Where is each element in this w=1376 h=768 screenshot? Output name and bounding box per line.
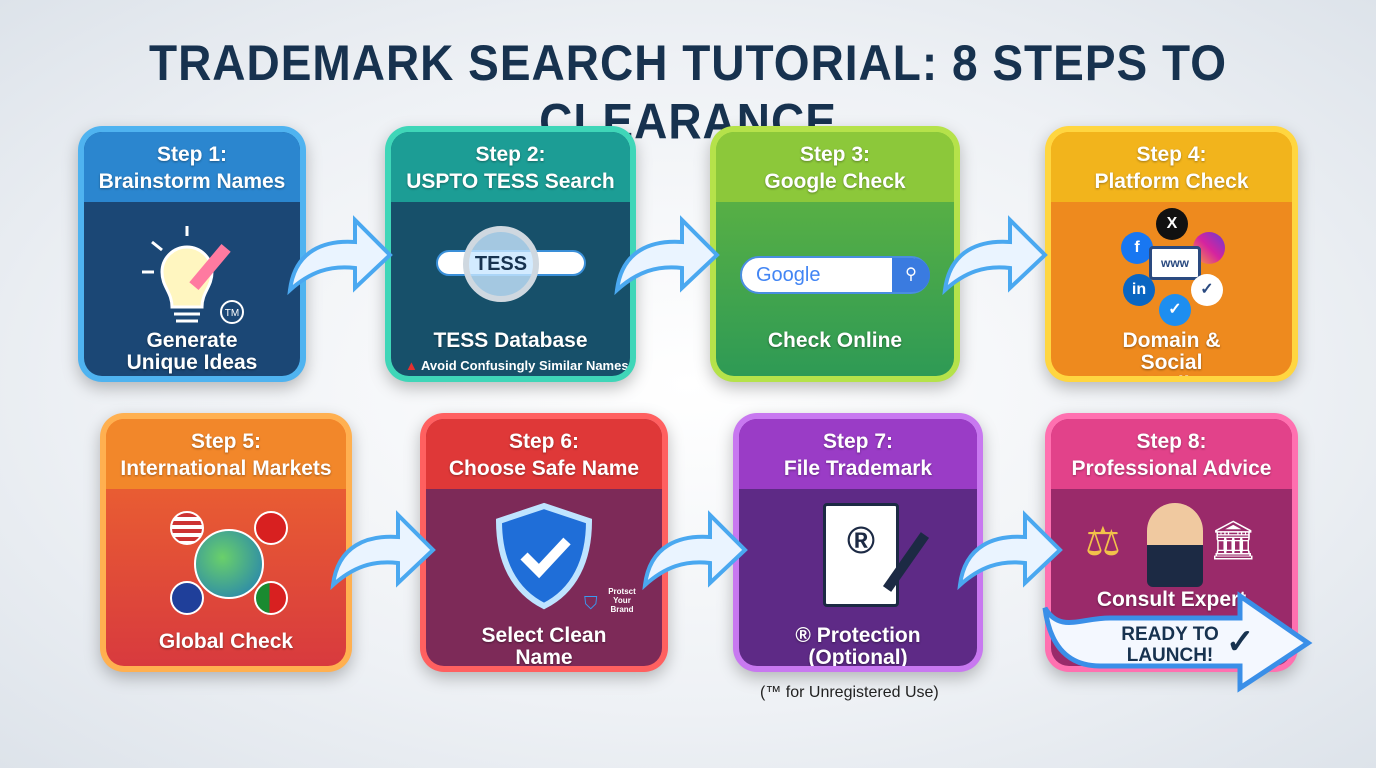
step-2-card: Step 2: USPTO TESS Search TESS TESS Datab… <box>385 126 636 382</box>
facebook-icon: f <box>1121 232 1153 264</box>
arrow-step6-to-7 <box>642 510 748 591</box>
magnifier-icon: TESS <box>463 226 539 302</box>
step-label: TESS Database <box>433 329 588 352</box>
checkmark-icon: ✓ <box>1191 274 1223 306</box>
courthouse-icon: 🏛 <box>1209 520 1258 562</box>
step-label: Global Check <box>158 630 294 653</box>
step-label: Generate Unique Ideas <box>126 329 258 374</box>
portugal-flag-icon <box>254 581 288 615</box>
step-number: Step 7: <box>822 430 893 453</box>
step-1-card: Step 1: Brainstorm Names TM Generate Uniq… <box>78 126 306 382</box>
step-number: Step 1: <box>156 143 227 166</box>
unregistered-note: (™ for Unregistered Use) <box>760 684 939 701</box>
pencil-icon <box>189 243 231 291</box>
step-title: International Markets <box>120 457 332 480</box>
step-title: Brainstorm Names <box>98 170 286 193</box>
step-label: Domain & Social Media <box>1122 329 1221 377</box>
china-flag-icon <box>254 511 288 545</box>
step-label: Consult Expert <box>1096 588 1247 611</box>
step-label: ® Protection (Optional) <box>795 624 921 667</box>
ready-to-launch-arrow <box>1042 591 1313 693</box>
arrow-step5-to-6 <box>330 510 436 591</box>
step-number: Step 5: <box>190 430 261 453</box>
page-title: TRADEMARK SEARCH TUTORIAL: 8 STEPS TO CL… <box>148 34 1228 150</box>
x-icon: X <box>1156 208 1188 240</box>
step-4-card: Step 4: Platform Check X f www in ✓ ✓ Dom… <box>1045 126 1298 382</box>
step-title: Google Check <box>764 170 906 193</box>
step-5-card: Step 5: International Markets Global Chec… <box>100 413 352 672</box>
step-number: Step 4: <box>1136 143 1207 166</box>
checkmark-icon: ✓ <box>1159 294 1191 326</box>
launch-check-icon: ✓ <box>1226 623 1255 661</box>
step-title: Professional Advice <box>1071 457 1272 480</box>
protect-brand-badge: Protsct Your Brand <box>608 587 636 614</box>
step-label: Check Online <box>767 329 903 352</box>
step-label: Select Clean Name <box>481 624 607 667</box>
arrow-step1-to-2 <box>287 215 393 296</box>
warning-icon: ▲ <box>405 358 418 373</box>
small-shield-icon: ⛉ <box>584 593 598 613</box>
step-number: Step 2: <box>475 143 546 166</box>
step-number: Step 3: <box>799 143 870 166</box>
arrow-step3-to-4 <box>942 215 1048 296</box>
tm-icon: TM <box>225 308 239 319</box>
step-title: Platform Check <box>1094 170 1249 193</box>
step-7-card: Step 7: File Trademark ® ® Protection (Op… <box>733 413 983 672</box>
scales-icon: ⚖ <box>1085 520 1121 564</box>
linkedin-icon: in <box>1123 274 1155 306</box>
step-title: USPTO TESS Search <box>406 170 615 193</box>
shield-check-icon <box>495 502 593 610</box>
document-icon: ® <box>823 503 899 607</box>
us-flag-icon <box>170 511 204 545</box>
eu-flag-icon <box>170 581 204 615</box>
lawyer-avatar <box>1147 503 1203 587</box>
step-6-card: Step 6: Choose Safe Name ⛉ Protsct Your B… <box>420 413 668 672</box>
lightbulb-icon: TM <box>142 226 244 324</box>
arrow-step2-to-3 <box>614 215 720 296</box>
step-number: Step 8: <box>1136 430 1207 453</box>
step-title: Choose Safe Name <box>448 457 640 480</box>
www-icon: www <box>1149 246 1201 280</box>
search-icon: ⚲ <box>892 258 930 292</box>
ready-to-launch-banner: READY TO LAUNCH! <box>1121 624 1219 666</box>
arrow-step7-to-8 <box>957 510 1063 591</box>
step-3-card: Step 3:Google Check Google ⚲ Check Onlin… <box>710 126 960 382</box>
step-title: File Trademark <box>783 457 933 480</box>
globe-icon <box>194 529 264 599</box>
step-number: Step 6: <box>508 430 579 453</box>
warning-text: Avoid Confusingly Similar Names <box>421 358 629 373</box>
